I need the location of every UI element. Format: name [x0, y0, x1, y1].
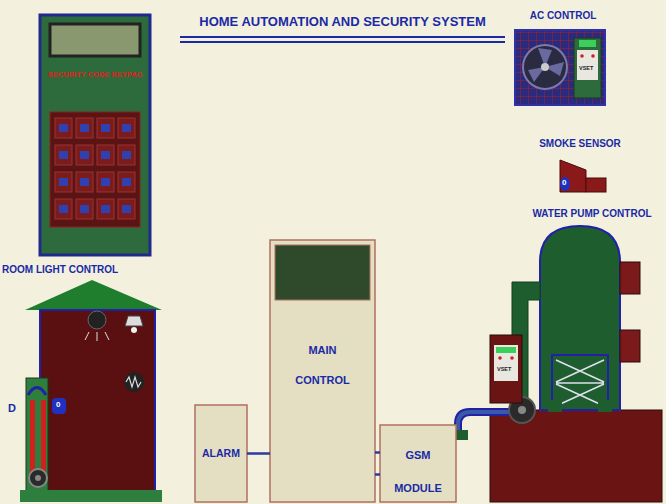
keypad-key-mark — [101, 151, 110, 159]
keypad-button — [118, 118, 135, 138]
keypad-key-mark — [122, 151, 131, 159]
keypad-button — [118, 199, 135, 219]
main-box — [270, 240, 375, 502]
keypad-key-mark — [101, 124, 110, 132]
keypad-key-mark — [122, 205, 131, 213]
keypad-button — [97, 199, 114, 219]
alarm-box — [195, 405, 247, 502]
gsm-module-box: GSM MODULE — [380, 425, 456, 504]
keypad-key-mark — [122, 124, 131, 132]
node-text: SMOKE SENSOR — [520, 138, 640, 150]
node-text: GSM MODULE — [388, 439, 448, 504]
part-label: VSET — [497, 366, 511, 372]
keypad-key-mark — [101, 205, 110, 213]
ac-unit — [515, 30, 605, 105]
node-text: ALARM — [195, 447, 247, 460]
keypad-key-mark — [80, 151, 89, 159]
node-text: ROOM LIGHT CONTROL — [2, 264, 182, 276]
part-label: D — [8, 402, 16, 414]
pump-label: WATER PUMP CONTROL — [520, 206, 664, 222]
part-label: VSET — [579, 65, 593, 71]
keypad-button — [55, 199, 72, 219]
keypad-button — [76, 145, 93, 165]
ac-control-label: AC CONTROL — [508, 8, 618, 26]
keypad-button — [118, 172, 135, 192]
node-text: MAIN CONTROL — [287, 336, 359, 395]
keypad-key-mark — [101, 178, 110, 186]
keypad-key-mark — [59, 205, 68, 213]
keypad-key-mark — [80, 178, 89, 186]
keypad-key-mark — [59, 151, 68, 159]
keypad-key-mark — [59, 124, 68, 132]
smoke-sensor — [560, 160, 606, 192]
main-display — [275, 245, 370, 300]
keypad-button — [97, 145, 114, 165]
main-control-box: MAIN CONTROL — [270, 240, 375, 502]
keypad-button — [55, 172, 72, 192]
room-label: ROOM LIGHT CONTROL — [2, 262, 182, 278]
water-pump — [448, 226, 662, 502]
keypad-key-mark — [80, 124, 89, 132]
keypad-button — [97, 118, 114, 138]
signal-line — [375, 473, 380, 476]
part-label: 0 — [56, 400, 60, 409]
keypad-button — [118, 145, 135, 165]
node-text: AC CONTROL — [508, 10, 618, 22]
node-text: WATER PUMP CONTROL — [520, 208, 664, 220]
keypad-button — [76, 172, 93, 192]
keypad-button — [55, 118, 72, 138]
smoke-sensor-label: SMOKE SENSOR — [520, 136, 640, 154]
keypad-key-mark — [80, 205, 89, 213]
signal-line — [247, 452, 270, 455]
alarm-box: ALARM — [195, 405, 247, 502]
keypad-key-mark — [122, 178, 131, 186]
title-underline — [180, 36, 505, 38]
signal-line — [375, 451, 380, 454]
title-underline — [180, 41, 505, 43]
keypad-panel: SECURITY CODE KEYPAD — [44, 62, 146, 92]
keypad-button — [55, 145, 72, 165]
node-text: SECURITY CODE KEYPAD — [44, 70, 146, 79]
keypad-housing — [40, 15, 150, 255]
keypad-button — [76, 118, 93, 138]
part-label: 0 — [562, 178, 566, 187]
room-house — [20, 280, 162, 502]
keypad-button — [76, 199, 93, 219]
page-title: HOME AUTOMATION AND SECURITY SYSTEM — [180, 14, 505, 29]
keypad-button — [97, 172, 114, 192]
keypad-key-mark — [59, 178, 68, 186]
